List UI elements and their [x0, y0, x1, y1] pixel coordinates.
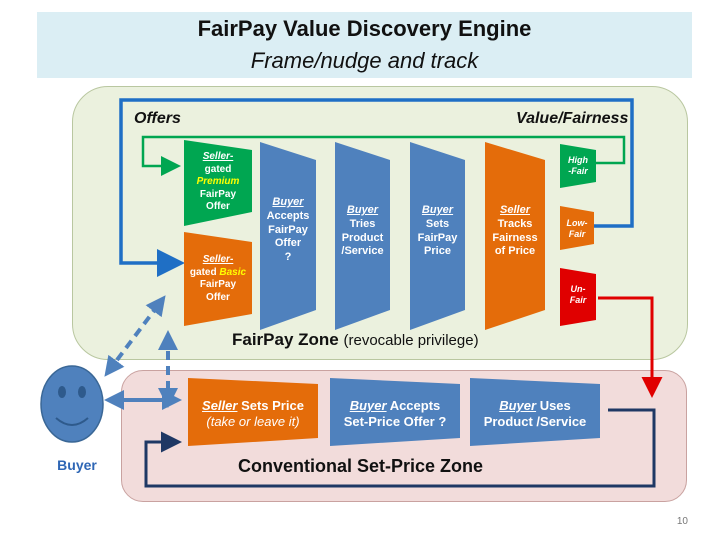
page-subtitle: Frame/nudge and track — [250, 48, 479, 73]
basic-offer-shape — [184, 232, 252, 326]
step-track-shape — [485, 142, 545, 330]
step-try-shape — [335, 142, 390, 330]
set-price-loop-arrow — [144, 408, 656, 488]
page-title: FairPay Value Discovery Engine — [197, 16, 532, 41]
buyer-label: Buyer — [57, 457, 97, 473]
buyer-uses-label: Buyer Uses Product /Service — [483, 398, 587, 430]
offers-label: Offers — [134, 110, 181, 127]
low-fair-shape — [560, 206, 594, 250]
buyer-accepts-setprice-label: Buyer Accepts Set-Price Offer ? — [343, 398, 447, 430]
seller-sets-price-label: Seller Sets Price (take or leave it) — [202, 398, 304, 430]
un-fair-shape — [560, 268, 596, 326]
header-banner — [37, 12, 692, 78]
high-fair-loop-arrow — [141, 135, 626, 176]
page-number: 10 — [676, 516, 688, 527]
seller-sets-price-shape — [188, 378, 318, 446]
buyer-fairpay-dashed-arrow — [104, 295, 166, 377]
value-fairness-label: Value/Fairness — [516, 110, 629, 127]
buyer-face-icon — [40, 365, 104, 443]
high-fair-shape — [560, 144, 596, 188]
buyer-accepts-setprice-shape — [330, 378, 460, 446]
step-set-shape — [410, 142, 465, 330]
high-fair-label: High-Fair — [568, 155, 588, 177]
premium-offer-shape — [184, 140, 252, 226]
step-accept-shape — [260, 142, 316, 330]
set-price-zone-label: Conventional Set-Price Zone — [238, 456, 484, 476]
premium-offer-label: Seller- gated Premium FairPay Offer — [196, 151, 240, 212]
low-fair-label: Low-Fair — [566, 218, 588, 240]
un-fair-label: Un-Fair — [569, 284, 587, 306]
basic-offer-label: Seller- gated Basic FairPay Offer — [189, 254, 247, 303]
low-fair-loop-arrow — [119, 98, 634, 277]
un-fair-arrow — [598, 296, 663, 398]
buyer-uses-shape — [470, 378, 600, 446]
fairpay-zone-label: FairPay Zone (revocable privilege) — [232, 330, 479, 349]
